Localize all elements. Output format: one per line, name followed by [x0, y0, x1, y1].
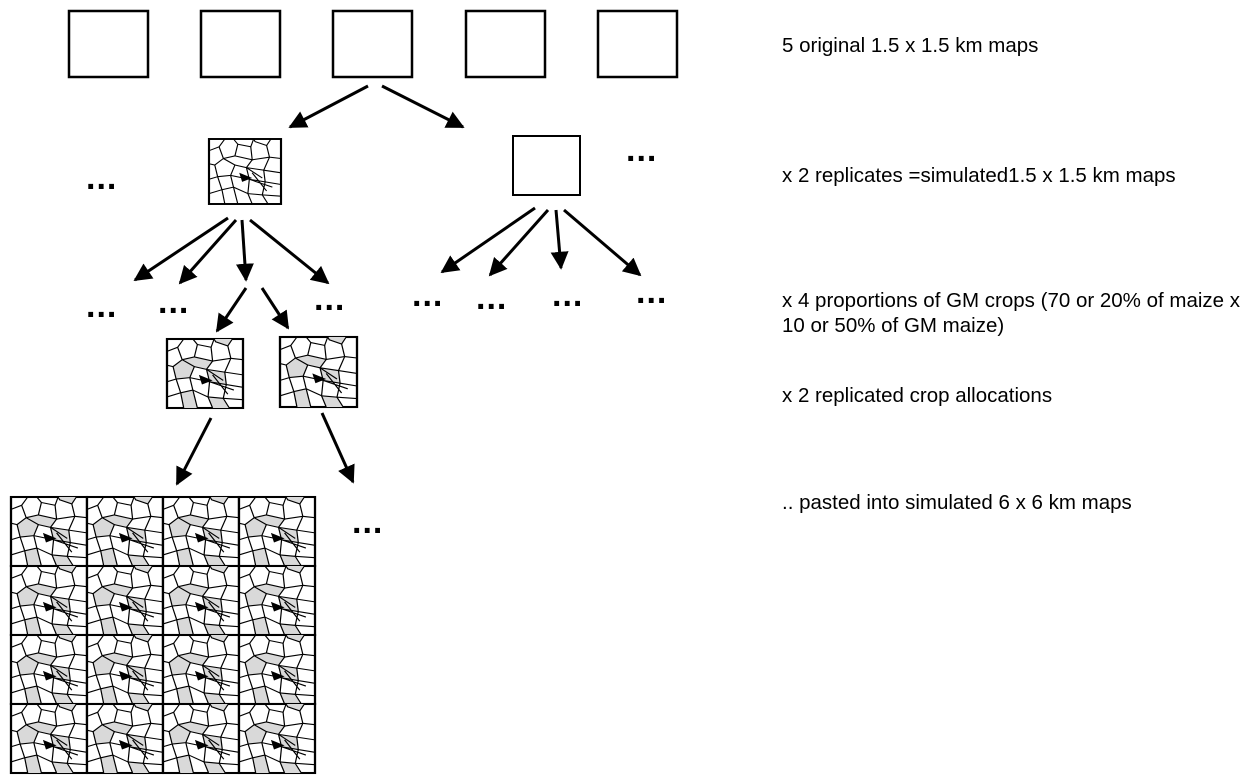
grid-tile: [161, 702, 241, 775]
original-map-5: [596, 9, 679, 79]
arrow: [288, 84, 369, 129]
ellipsis-replicates-left: ...: [86, 159, 118, 197]
arrow: [215, 287, 248, 333]
arrow: [320, 412, 355, 484]
ellipsis-proportion-6: ...: [552, 276, 584, 314]
crop-allocation-map-2: [278, 335, 359, 409]
ellipsis-proportion-1: ...: [86, 287, 118, 325]
label-original-maps: 5 original 1.5 x 1.5 km maps: [782, 34, 1039, 57]
arrows-to-proportions-right: [440, 206, 642, 277]
ellipsis-proportion-7: ...: [636, 273, 668, 311]
ellipsis-proportion-2: ...: [158, 283, 190, 321]
grid-tile: [237, 564, 317, 637]
grid-tile: [9, 633, 89, 706]
arrows-to-replicates: [288, 84, 465, 129]
arrow: [133, 216, 229, 282]
original-map-4: [464, 9, 547, 79]
grid-tile: [237, 633, 317, 706]
label-crop-allocations: x 2 replicated crop allocations: [782, 384, 1053, 407]
arrow: [260, 287, 290, 330]
grid-tile: [161, 633, 241, 706]
grid-tile: [237, 495, 317, 568]
original-map-2: [199, 9, 282, 79]
grid-tile: [9, 495, 89, 568]
ellipsis-replicates-right: ...: [626, 131, 658, 169]
arrow: [550, 209, 569, 270]
grid-tile: [9, 564, 89, 637]
ellipsis-proportion-5: ...: [476, 279, 508, 317]
ellipsis-proportion-4: ...: [412, 276, 444, 314]
arrow: [235, 219, 254, 282]
label-pasted-maps: .. pasted into simulated 6 x 6 km maps: [782, 491, 1132, 514]
grid-tile: [85, 495, 165, 568]
grid-tile: [161, 564, 241, 637]
ellipsis-proportion-3: ...: [314, 280, 346, 318]
arrow: [488, 209, 550, 277]
crop-allocation-map-1: [165, 337, 245, 410]
arrows-to-pasted: [175, 412, 355, 486]
arrow: [440, 206, 536, 274]
arrow: [249, 218, 330, 285]
arrow: [178, 219, 238, 285]
arrows-to-allocations: [215, 287, 290, 333]
grid-tile: [237, 702, 317, 775]
original-map-1: [67, 9, 150, 79]
label-gm-proportions: x 4 proportions of GM crops (70 or 20% o…: [782, 289, 1241, 337]
arrow: [381, 84, 465, 129]
grid-tile: [161, 495, 241, 568]
grid-tile: [85, 564, 165, 637]
grid-tile: [85, 633, 165, 706]
grid-tile: [9, 702, 89, 775]
replicate-map-simulated: [207, 137, 283, 206]
original-maps-row: [67, 9, 679, 79]
arrow: [563, 208, 642, 277]
arrows-to-proportions-left: [133, 216, 330, 285]
original-map-3: [331, 9, 414, 79]
replicate-map-empty: [512, 135, 581, 196]
simulated-6x6-map: [9, 495, 317, 775]
ellipsis-pasted: ...: [352, 503, 384, 541]
label-replicates: x 2 replicates =simulated1.5 x 1.5 km ma…: [782, 164, 1176, 187]
grid-tile: [85, 702, 165, 775]
arrow: [175, 417, 213, 486]
